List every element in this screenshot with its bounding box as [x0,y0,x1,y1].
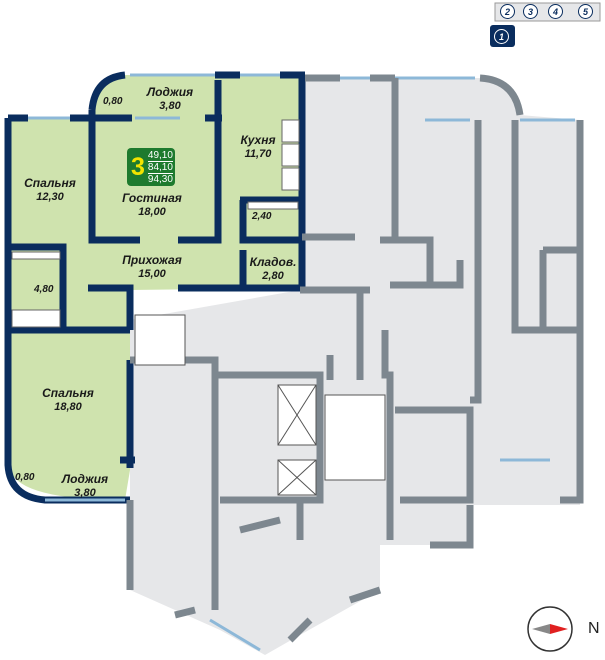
windows [28,73,575,652]
room-area: 18,00 [138,206,166,218]
room-area: 3,80 [159,100,181,112]
bathroom-area-left: 4,80 [34,284,54,295]
room-area: 11,70 [244,148,272,160]
room-name: Спальня [42,386,94,400]
loggia-corner-top: 0,80 [103,96,123,107]
room-name: Спальня [24,176,76,190]
room-count: 3 [131,152,145,181]
compass [527,606,573,652]
section-2-marker[interactable]: 2 [500,4,515,19]
room-name: Кухня [240,133,276,147]
room-area: 15,00 [138,268,166,280]
apartment-walls [4,71,306,504]
fixtures [11,119,300,328]
total-area-with-loggia: 94,30 [147,173,173,185]
apartment-area[interactable] [8,75,300,500]
building-walls [126,74,584,643]
section-5-marker[interactable]: 5 [578,4,593,19]
room-name: Прихожая [122,253,182,267]
loggia-corner-bottom: 0,80 [15,472,35,483]
section-3-marker[interactable]: 3 [523,4,538,19]
section-4-marker[interactable]: 4 [548,4,563,19]
room-name: Гостиная [122,191,182,205]
section-1-marker[interactable]: 1 [494,29,509,44]
north-label: N [588,620,600,637]
room-area: 3,80 [74,487,96,499]
bathroom-area-top: 2,40 [252,211,272,222]
room-area: 18,80 [54,401,82,413]
room-name: Лоджия [61,472,109,486]
apartment-badge: 3 49,10 84,10 94,30 [127,148,175,186]
room-storage[interactable]: Кладов.2,80 [250,255,297,283]
room-area: 2,80 [262,270,284,282]
total-area: 84,10 [147,161,173,174]
living-area: 49,10 [147,149,173,162]
stairs-and-elevators [134,314,386,496]
room-name: Кладов. [249,255,297,269]
room-name: Лоджия [146,85,194,99]
room-area: 12,30 [36,191,64,203]
